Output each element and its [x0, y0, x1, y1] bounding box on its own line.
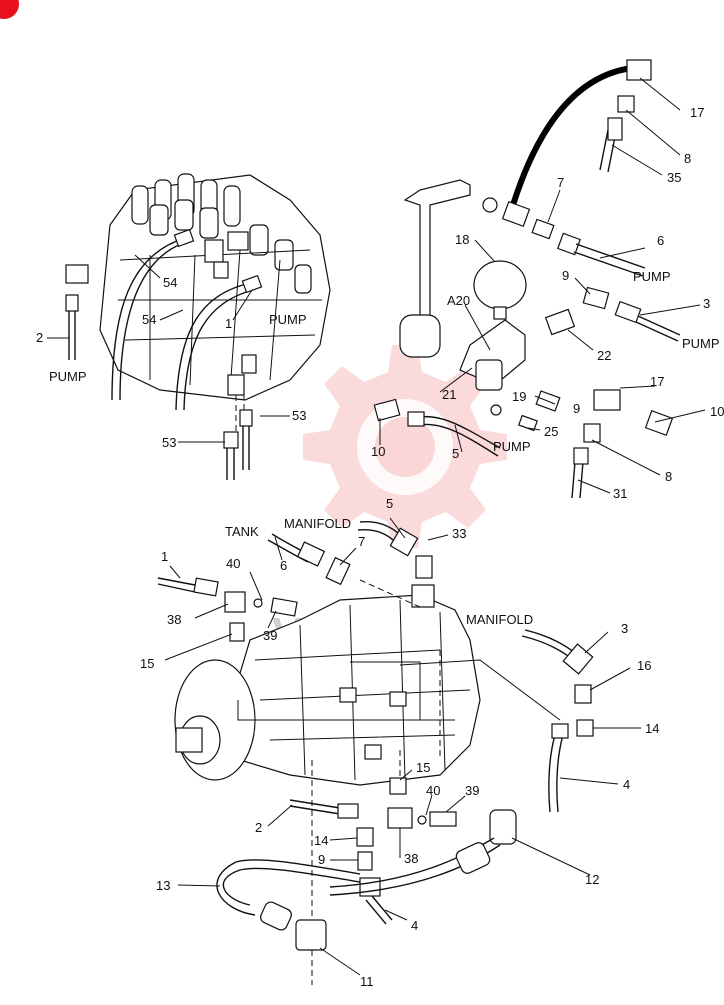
callout-8: 8 — [684, 151, 691, 166]
callout-6: 6 — [280, 558, 287, 573]
callout-14: 14 — [645, 721, 659, 736]
callout-1: 1 — [225, 316, 232, 331]
callout-5: 5 — [452, 446, 459, 461]
transmission-assembly — [157, 521, 594, 985]
callout-7: 7 — [557, 175, 564, 190]
callout-40: 40 — [426, 783, 440, 798]
corner-badge — [0, 0, 19, 19]
callout-35: 35 — [667, 170, 681, 185]
callout-38: 38 — [404, 851, 418, 866]
callout-9: 9 — [573, 401, 580, 416]
callout-17: 17 — [650, 374, 664, 389]
callout-11: 11 — [360, 974, 374, 989]
label-pump: PUMP — [633, 269, 671, 284]
label-pump: PUMP — [269, 312, 307, 327]
callout-6: 6 — [657, 233, 664, 248]
callout-numbers: 17 8 35 7 6 18 9 3 22 21 19 9 17 10 25 8… — [36, 105, 724, 989]
callout-7: 7 — [358, 534, 365, 549]
accumulator-block-assembly — [373, 59, 681, 499]
label-tank: TANK — [225, 524, 259, 539]
callout-25: 25 — [544, 424, 558, 439]
callout-3: 3 — [621, 621, 628, 636]
callout-2: 2 — [36, 330, 43, 345]
callout-15: 15 — [416, 760, 430, 775]
callout-10: 10 — [371, 444, 385, 459]
callout-15: 15 — [140, 656, 154, 671]
callout-13: 13 — [156, 878, 170, 893]
callout-21: 21 — [442, 387, 456, 402]
callout-54: 54 — [163, 275, 177, 290]
callout-39: 39 — [263, 628, 277, 643]
label-pump: PUMP — [493, 439, 531, 454]
callout-18: 18 — [455, 232, 469, 247]
label-manifold: MANIFOLD — [466, 612, 533, 627]
leader-lines-upper-left — [47, 254, 290, 443]
callout-54: 54 — [142, 312, 156, 327]
label-pump: PUMP — [49, 369, 87, 384]
callout-2: 2 — [255, 820, 262, 835]
control-valve-assembly — [65, 173, 331, 480]
callout-9: 9 — [318, 852, 325, 867]
callout-1: 1 — [161, 549, 168, 564]
callout-3: 3 — [703, 296, 710, 311]
callout-38: 38 — [167, 612, 181, 627]
callout-9: 9 — [562, 268, 569, 283]
callout-19: 19 — [512, 389, 526, 404]
label-a20: A20 — [447, 293, 470, 308]
callout-4: 4 — [411, 918, 418, 933]
leader-lines-upper-right — [379, 77, 706, 494]
callout-53: 53 — [162, 435, 176, 450]
callout-53: 53 — [292, 408, 306, 423]
callout-31: 31 — [613, 486, 627, 501]
callout-5: 5 — [386, 496, 393, 511]
callout-40: 40 — [226, 556, 240, 571]
callout-33: 33 — [452, 526, 466, 541]
callout-8: 8 — [665, 469, 672, 484]
text-labels: PUMP PUMP PUMP PUMP PUMP MANIFOLD MANIFO… — [49, 269, 720, 627]
callout-39: 39 — [465, 783, 479, 798]
callout-22: 22 — [597, 348, 611, 363]
callout-14: 14 — [314, 833, 328, 848]
watermark-gear — [303, 345, 507, 548]
callout-16: 16 — [637, 658, 651, 673]
label-pump: PUMP — [682, 336, 720, 351]
callout-17: 17 — [690, 105, 704, 120]
callout-4: 4 — [623, 777, 630, 792]
callout-10: 10 — [710, 404, 724, 419]
label-manifold: MANIFOLD — [284, 516, 351, 531]
leader-lines-lower — [164, 517, 641, 976]
callout-12: 12 — [585, 872, 599, 887]
